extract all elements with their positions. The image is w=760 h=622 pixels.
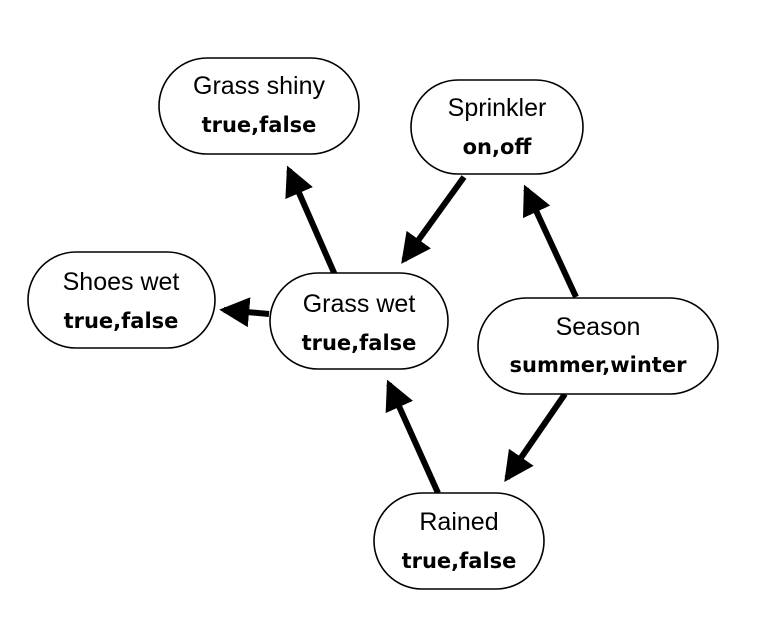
node-shape xyxy=(27,251,216,349)
node-name: Season xyxy=(556,313,641,341)
node-name: Rained xyxy=(419,508,498,536)
node-shape xyxy=(269,272,449,370)
node-name: Shoes wet xyxy=(63,268,180,296)
node-shape xyxy=(373,492,545,590)
node-states: true,false xyxy=(402,549,517,573)
node-grass-shiny: Grass shiny true,false xyxy=(158,57,360,155)
edge-season-to-rained xyxy=(504,392,568,482)
node-name: Sprinkler xyxy=(448,94,547,122)
edges xyxy=(219,165,579,495)
edge-grass-wet-to-grass-shiny xyxy=(285,165,338,277)
edge-season-to-sprinkler xyxy=(522,184,579,299)
node-season: Season summer,winter xyxy=(477,297,719,395)
node-states: true,false xyxy=(302,331,417,355)
node-shape xyxy=(410,79,584,175)
node-rained: Rained true,false xyxy=(373,492,545,590)
node-grass-wet: Grass wet true,false xyxy=(269,272,449,370)
edge-rained-to-grass-wet xyxy=(385,379,441,495)
node-name: Grass wet xyxy=(303,290,416,318)
node-shape xyxy=(158,57,360,155)
node-states: on,off xyxy=(463,135,533,159)
node-shoes-wet: Shoes wet true,false xyxy=(27,251,216,349)
node-shape xyxy=(477,297,719,395)
node-name: Grass shiny xyxy=(193,72,325,100)
edge-sprinkler-to-grass-wet xyxy=(401,175,467,264)
node-sprinkler: Sprinkler on,off xyxy=(410,79,584,175)
node-states: true,false xyxy=(202,113,317,137)
node-states: summer,winter xyxy=(510,353,688,377)
node-states: true,false xyxy=(64,309,179,333)
edge-grass-wet-to-shoes-wet xyxy=(219,297,270,328)
